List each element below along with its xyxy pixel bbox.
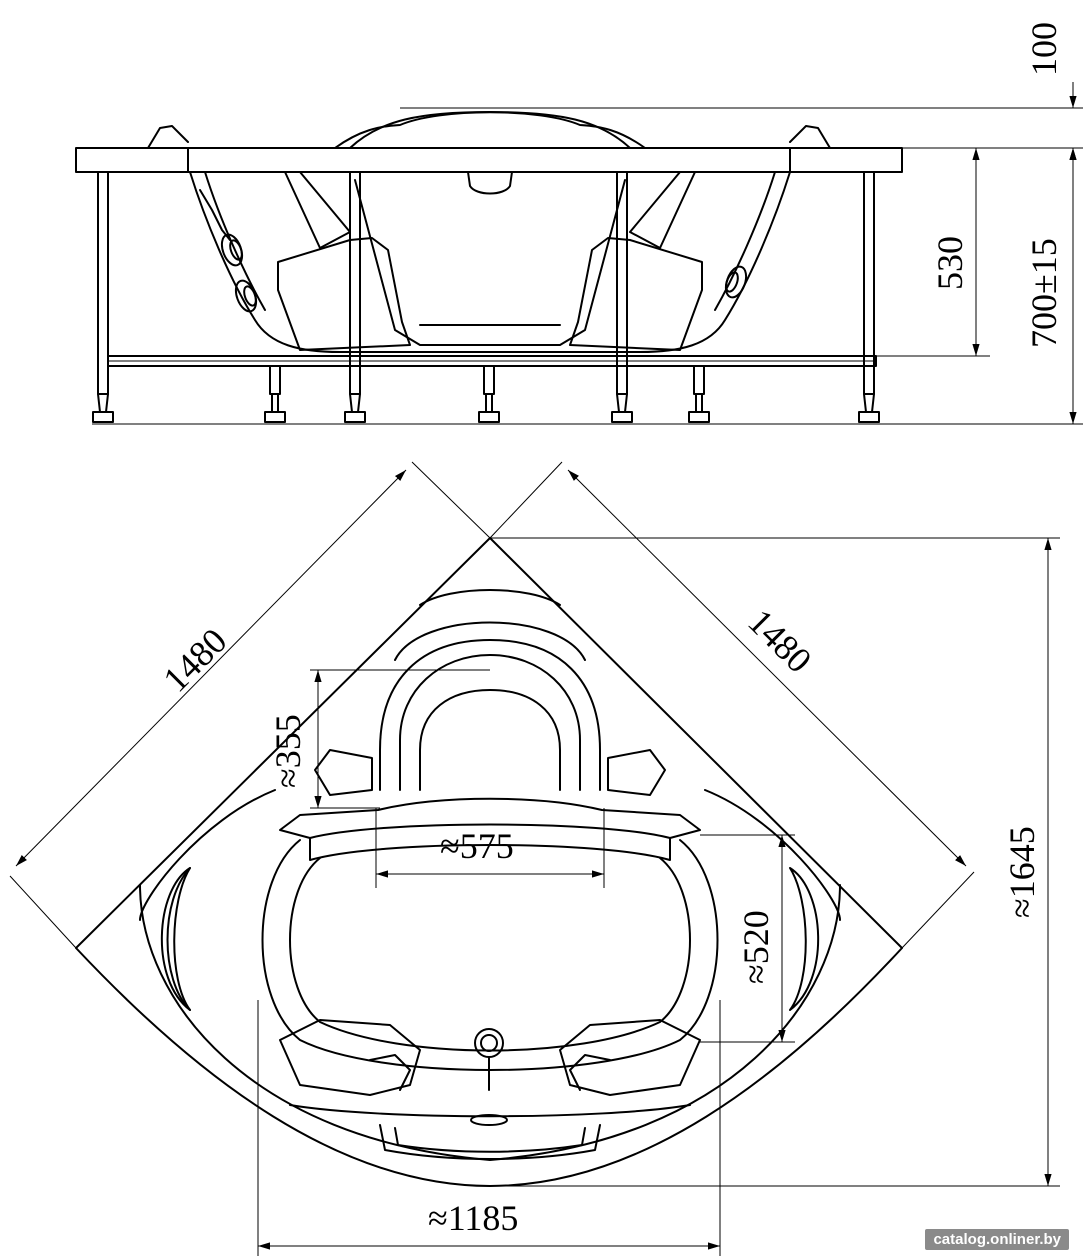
dim-side-left: 1480 [155,620,234,699]
left-seat [277,237,411,351]
jet-icons [199,189,748,313]
front-right-seat [559,1019,701,1096]
tub-bowl [189,171,791,353]
right-seat [569,237,703,351]
grab-handle [379,1124,601,1160]
overflow-drain [467,171,513,195]
dim-tub-depth: 530 [930,236,970,290]
dim-seat-width: ≈575 [440,826,514,866]
dim-diagonal: ≈1645 [1002,826,1042,918]
dim-headrest-depth: ≈355 [268,714,308,788]
dim-total-height: 700±15 [1024,238,1064,348]
front-left-seat [279,1019,421,1096]
top-view: 1480 1480 ≈355 ≈575 ≈520 ≈1645 ≈1185 [9,461,1060,1256]
dim-inner-depth: ≈520 [736,910,776,984]
headrest-dome [334,111,646,149]
right-armrest [789,867,820,1011]
drain-icon [474,1028,504,1058]
watermark: catalog.onliner.by [925,1229,1069,1250]
dim-lip: 100 [1024,22,1064,76]
adjustable-feet [92,365,880,423]
dim-side-right: 1480 [740,601,819,680]
tub-rim [75,147,903,173]
dim-front-width: ≈1185 [428,1198,518,1238]
side-view: 100 530 700±15 [75,22,1083,425]
